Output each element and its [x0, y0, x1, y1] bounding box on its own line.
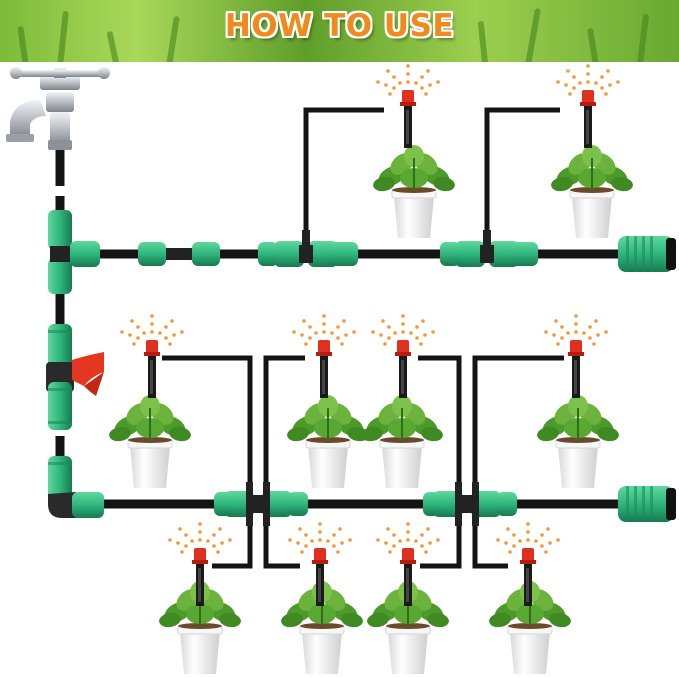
ball-valve-icon: [46, 324, 104, 430]
cross-connector-icon: [433, 482, 501, 526]
end-cap-icon: [618, 486, 676, 522]
inline-coupler: [138, 242, 220, 266]
micro-tubing: [162, 107, 564, 569]
tee-connector-icon: [455, 230, 519, 267]
drip-emitters: [120, 64, 620, 606]
drip-emitter-icon: [556, 64, 620, 148]
potted-plant-icon: [534, 394, 622, 489]
page-title: HOW TO USE: [224, 8, 455, 44]
potted-plants: [106, 144, 636, 675]
potted-plant-icon: [106, 394, 194, 489]
potted-plant-icon: [370, 144, 458, 239]
end-cap-icon: [618, 236, 676, 272]
potted-plant-icon: [284, 394, 372, 489]
elbow-connector-icon: [48, 456, 104, 518]
faucet-icon: [6, 67, 110, 150]
cross-connector-icon: [224, 482, 292, 526]
tee-connector-icon: [48, 210, 100, 294]
potted-plant-icon: [358, 394, 446, 489]
drip-emitter-icon: [376, 64, 440, 148]
tee-connector-icon: [274, 230, 338, 267]
grass-banner: [0, 0, 679, 62]
potted-plant-icon: [548, 144, 636, 239]
